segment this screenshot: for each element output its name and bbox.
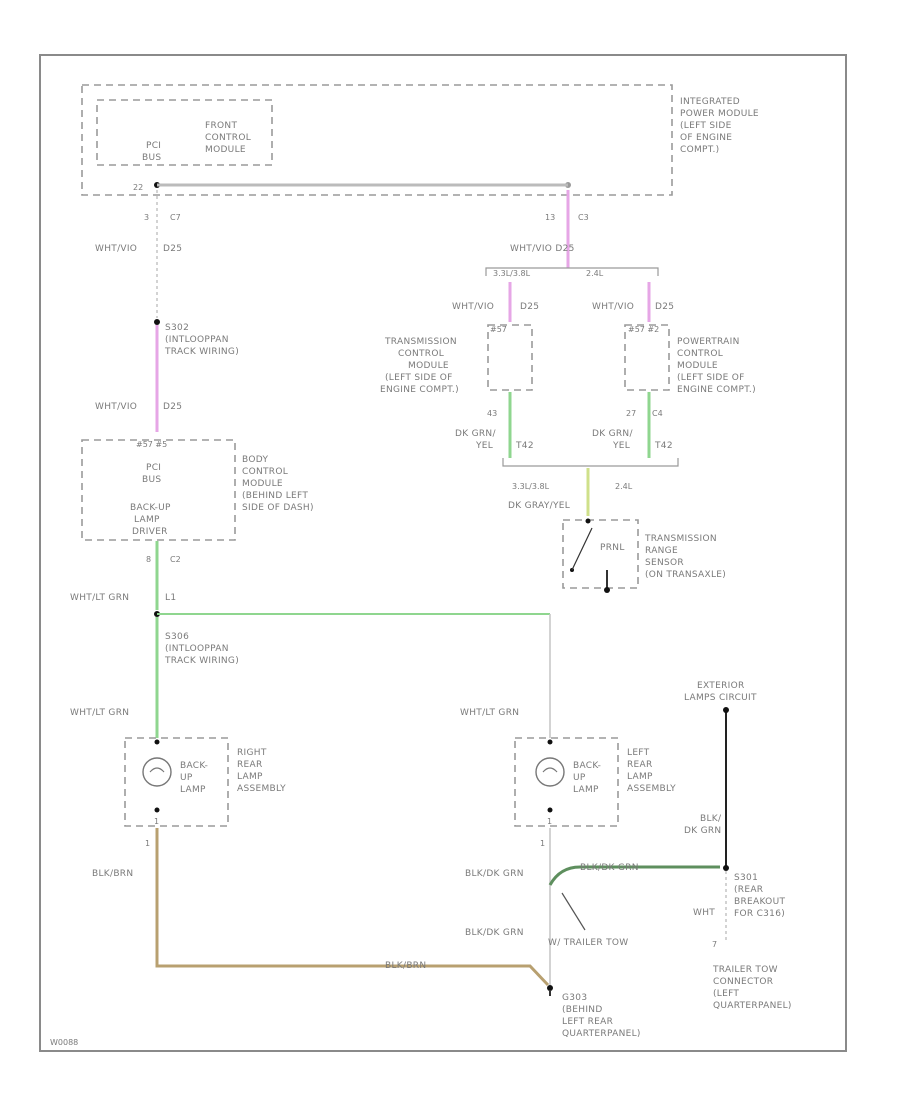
trs-ground-node (604, 587, 610, 593)
wire-label-wht-lt-grn-1: WHT/LT GRN (70, 593, 129, 603)
trs-contact-top (585, 518, 591, 524)
tcm-box (487, 324, 533, 391)
wire-label-wht-vio-tcm: WHT/VIO (452, 302, 494, 312)
left-rear-lamp-box (514, 737, 619, 827)
wire-label-d25-2: D25 (163, 402, 182, 412)
wire-label-t42-pcm: T42 (654, 441, 673, 451)
engine-variant-33-38-bottom: 3.3L/3.8L (512, 482, 550, 491)
trs-switch-arm (571, 527, 593, 571)
left-backup-lamp-bulb-icon (535, 757, 565, 787)
engine-variant-24-bottom: 2.4L (615, 482, 633, 491)
left-lamp-pin: 1 (547, 817, 552, 826)
body-control-module-box (81, 439, 236, 541)
wire-label-blk-dk-grn-1: BLK/DK GRN (465, 869, 524, 879)
exterior-lamps-node (723, 707, 729, 713)
g303-ground-node (547, 985, 553, 991)
right-backup-lamp-bulb-icon (142, 757, 172, 787)
splice-s301-node (723, 865, 729, 871)
wire-label-wht-vio-2: WHT/VIO (95, 402, 137, 412)
figure-id: W0088 (50, 1038, 78, 1047)
left-ground-pin: 1 (540, 839, 545, 848)
wire-label-dk-grn-yel-tcm: DK GRN/YEL (455, 429, 496, 451)
wire-label-dk-gray-yel: DK GRAY/YEL (508, 501, 570, 511)
wire-label-blk-dk-grn-2: BLK/DK GRN (465, 928, 524, 938)
wire-label-d25-1: D25 (163, 244, 182, 254)
c7-label: C7 (170, 213, 181, 222)
bcm-out-pin: 8 (146, 555, 151, 564)
left-lamp-top-node (547, 739, 553, 745)
c3-pin-label: 13 (545, 213, 555, 222)
wire-label-blk-brn-bottom: BLK/BRN (385, 961, 426, 971)
wire-label-blk-dk-grn-3: BLK/DK GRN (580, 863, 639, 873)
left-lamp-bottom-node (547, 807, 553, 813)
wire-label-t42-tcm: T42 (515, 441, 534, 451)
pcm-box (624, 324, 670, 391)
pcm-conn-code: #57 #2 (628, 325, 659, 334)
w-trailer-tow-label: W/ TRAILER TOW (548, 938, 629, 948)
front-control-module-box (96, 99, 273, 166)
splice-s302-node (154, 319, 160, 325)
dark-green-wire-to-s301 (548, 865, 720, 886)
right-lamp-pin: 1 (154, 817, 159, 826)
bcm-conn-code: #57 #5 (136, 440, 167, 449)
wire-label-d25-tcm: D25 (520, 302, 539, 312)
tan-ground-wire (155, 828, 550, 987)
wire-label-wht-vio-1: WHT/VIO (95, 244, 137, 254)
wire-label-wht-vio-pcm: WHT/VIO (592, 302, 634, 312)
bcm-out-conn: C2 (170, 555, 181, 564)
engine-variant-bracket-bottom (502, 458, 679, 467)
wire-label-blk-brn-left: BLK/BRN (92, 869, 133, 879)
engine-variant-33-38-top: 3.3L/3.8L (493, 269, 531, 278)
wire-label-wht-vio-d25-right: WHT/VIO D25 (510, 244, 575, 254)
ipm-pin-label: 22 (133, 183, 143, 192)
tcm-pin-label: 43 (487, 409, 497, 418)
right-ground-pin: 1 (145, 839, 150, 848)
engine-variant-24-top: 2.4L (586, 269, 604, 278)
integrated-power-module-box (81, 84, 673, 196)
wire-label-wht-lt-grn-3: WHT/LT GRN (460, 708, 519, 718)
tcm-conn-code: #57 (490, 325, 507, 334)
pcm-pin-label: 27 (626, 409, 636, 418)
trs-box (562, 519, 639, 589)
wire-label-wht-lt-grn-2: WHT/LT GRN (70, 708, 129, 718)
left-bulb-filament (542, 767, 558, 773)
right-bulb-filament (149, 767, 165, 773)
c3-label: C3 (578, 213, 589, 222)
c7-pin-label: 3 (144, 213, 149, 222)
engine-variant-bracket-top (485, 267, 659, 276)
tow-connector-pin: 7 (712, 940, 717, 949)
wire-label-wht: WHT (693, 908, 715, 918)
wire-label-d25-pcm: D25 (655, 302, 674, 312)
pcm-conn-label: C4 (652, 409, 663, 418)
wire-label-dk-grn-yel-pcm: DK GRN/YEL (592, 429, 633, 451)
prnl-label: PRNL (600, 543, 625, 553)
wire-label-blk-dk-grn-vert: BLK/DK GRN (684, 814, 722, 836)
diagram-frame (39, 54, 847, 1052)
trailer-tow-leader (561, 892, 586, 931)
right-lamp-bottom-node (154, 807, 160, 813)
right-lamp-top-node (154, 739, 160, 745)
wire-label-l1: L1 (165, 593, 176, 603)
right-rear-lamp-box (124, 737, 229, 827)
